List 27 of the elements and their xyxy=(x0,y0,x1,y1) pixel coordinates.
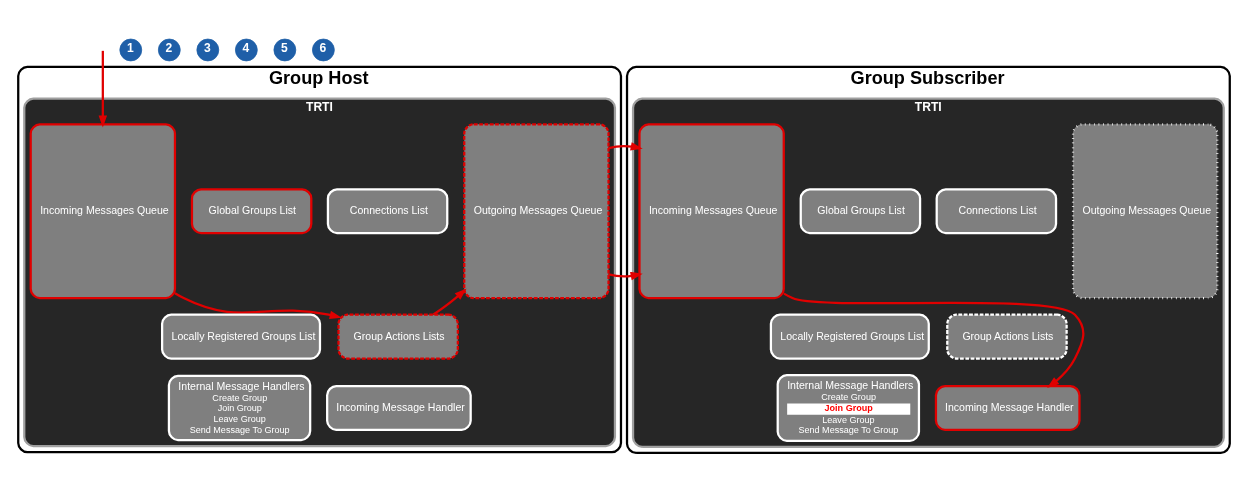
node-box: Connections List xyxy=(326,188,449,235)
node-box: Incoming Messages Queue xyxy=(29,123,177,300)
node-box: Outgoing Messages Queue xyxy=(463,123,610,300)
node-box: Incoming Message Handler xyxy=(326,384,472,432)
node-box: Incoming Messages Queue xyxy=(638,123,785,300)
node-box: Internal Message Handlers Create Group Join Group Leave Group Send Message To Group xyxy=(776,374,921,442)
label: 6 xyxy=(319,41,327,56)
node-box: Connections List xyxy=(935,188,1058,235)
arrow xyxy=(98,50,108,128)
label: 4 xyxy=(242,41,250,56)
node-box: Internal Message Handlers Create Group Join Group Leave Group Send Message To Group xyxy=(167,374,312,442)
label: 1 xyxy=(127,41,134,56)
node-box: Global Groups List xyxy=(190,188,313,235)
arrow xyxy=(174,292,342,320)
node-box: Global Groups List xyxy=(799,188,922,235)
label: 5 xyxy=(281,41,288,56)
label: 3 xyxy=(204,41,211,56)
label: 2 xyxy=(165,41,173,56)
node-box: Locally Registered Groups List xyxy=(161,313,322,360)
node-box: Outgoing Messages Queue xyxy=(1071,123,1219,300)
arrow xyxy=(783,292,1085,389)
node-box: Group Actions Lists xyxy=(337,313,459,360)
node-box: Incoming Message Handler xyxy=(934,384,1081,432)
arrow xyxy=(608,142,643,281)
node-box: Locally Registered Groups List xyxy=(769,313,930,360)
node-box: Group Actions Lists xyxy=(946,313,1068,360)
arrow xyxy=(432,288,467,316)
